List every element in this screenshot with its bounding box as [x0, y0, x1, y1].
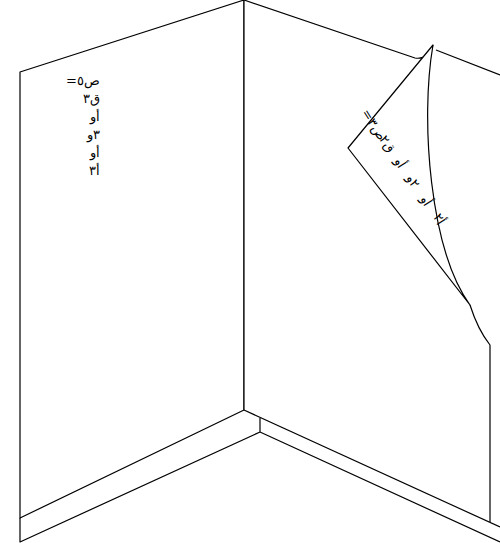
right-page-far-edge	[436, 50, 500, 75]
right-page-edge	[244, 0, 433, 58]
formula-label: أ٣	[89, 164, 100, 177]
spine	[243, 0, 244, 410]
base-board	[20, 418, 500, 542]
formula-label: ق٣	[83, 92, 100, 105]
formula-label: ص٥=	[66, 74, 100, 87]
left-page	[20, 0, 244, 518]
curled-flap	[348, 45, 470, 305]
formula-label: أو	[90, 110, 100, 123]
right-page	[244, 0, 500, 527]
right-page-bottom	[244, 410, 500, 527]
formula-label: أو	[90, 146, 100, 159]
formula-label: ٣و	[87, 128, 100, 141]
right-page-side	[470, 305, 490, 522]
